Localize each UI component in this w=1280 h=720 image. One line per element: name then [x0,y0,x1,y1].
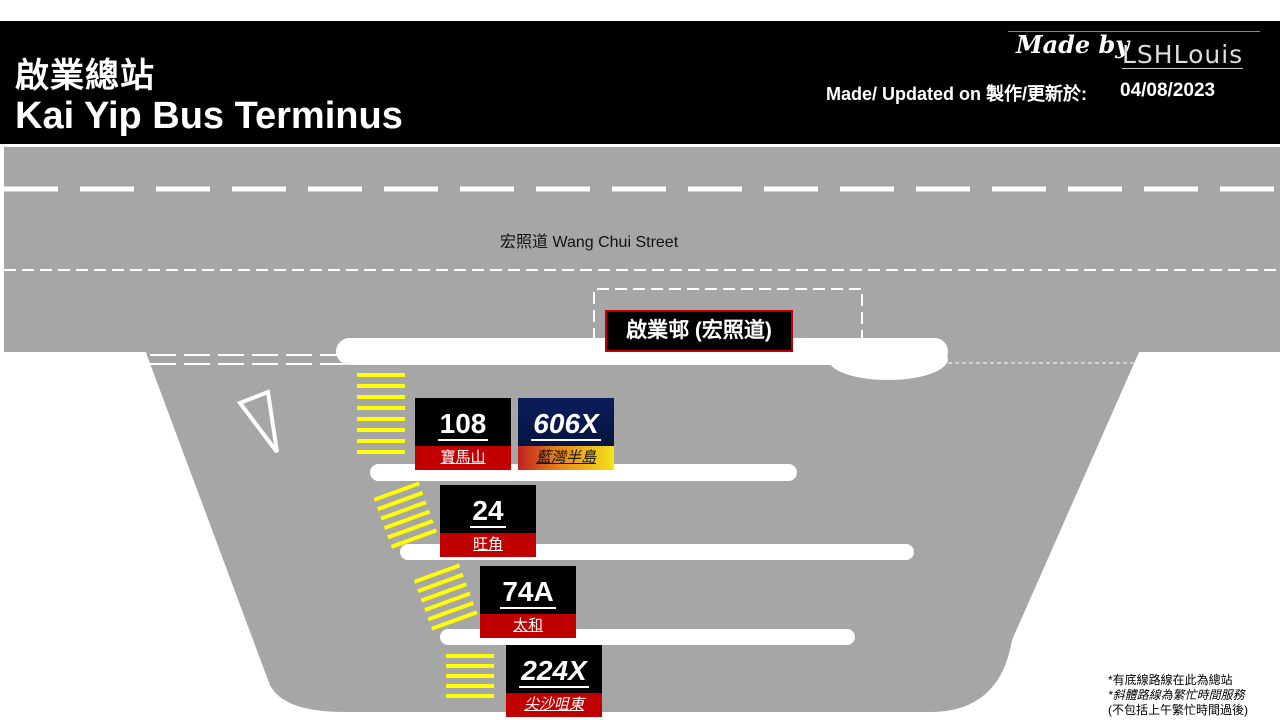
route-box-24: 24 旺角 [440,485,536,557]
route-destination: 旺角 [440,533,536,557]
zebra-crossing-4 [446,654,494,698]
updated-label: Made/ Updated on 製作/更新於: [826,84,1087,104]
street-label: 宏照道 Wang Chui Street [500,234,679,251]
route-number: 224X [519,655,589,688]
route-box-74a: 74A 太和 [480,566,576,638]
main-island-end [828,338,948,380]
page-title-chinese: 啟業總站 [15,56,155,96]
main-stop-sign: 啟業邨 (宏照道) [605,310,793,352]
route-number: 606X [531,408,601,441]
note-underline: *有底線路線在此為總站 [1108,673,1233,687]
updated-date: 04/08/2023 [1120,80,1216,101]
direction-arrow-icon [236,389,279,454]
bus-bay-marking [593,288,863,340]
route-destination: 藍灣半島 [518,446,614,470]
route-box-606x: 606X 藍灣半島 [518,398,614,470]
made-by-label: Made by [1016,30,1130,59]
route-box-108: 108 寶馬山 [415,398,511,470]
route-destination: 寶馬山 [415,446,511,470]
zebra-crossing-1 [357,373,405,454]
route-box-224x: 224X 尖沙咀東 [506,645,602,717]
route-destination: 太和 [480,614,576,638]
terminus-area [145,350,1140,712]
header-bar [0,21,1280,144]
route-number: 24 [470,495,506,528]
credit-divider [1008,31,1260,32]
note-italic: *斜體路線為繁忙時間服務 [1108,688,1245,702]
zebra-crossing-3 [413,563,478,631]
route-number: 108 [437,408,489,441]
route-number: 74A [500,576,556,609]
author-name: LSHLouis [1122,40,1244,69]
note-exclusion: (不包括上午繁忙時間過後) [1108,703,1248,717]
page-title-english: Kai Yip Bus Terminus [15,95,403,137]
zebra-crossing-2 [373,481,438,549]
legend-notes: *有底線路線在此為總站 *斜體路線為繁忙時間服務 (不包括上午繁忙時間過後) [1108,673,1248,718]
route-destination: 尖沙咀東 [506,693,602,717]
